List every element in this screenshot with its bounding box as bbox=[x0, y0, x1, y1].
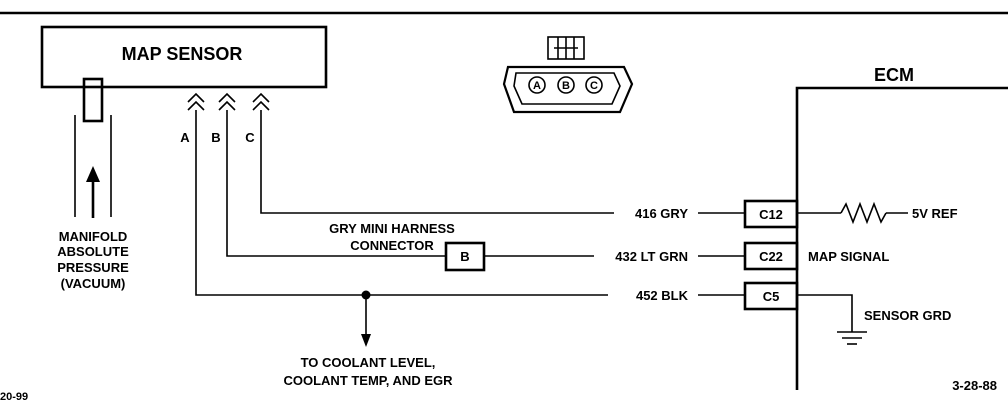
harness-connector-label: CONNECTOR bbox=[350, 238, 434, 253]
ecm-pin-box bbox=[743, 199, 799, 229]
manifold-label-line: ABSOLUTE bbox=[57, 244, 129, 259]
connector-pin-label: C bbox=[590, 80, 598, 92]
figure-code-left: 20-99 bbox=[0, 391, 28, 400]
resistor-icon bbox=[840, 201, 887, 225]
connector-pin-label: A bbox=[533, 80, 541, 92]
connector-face-view: A B C bbox=[502, 36, 634, 114]
ecm-title: ECM bbox=[874, 65, 914, 85]
ecm-pin-label: C22 bbox=[759, 249, 783, 264]
map-sensor-title: MAP SENSOR bbox=[122, 44, 243, 64]
manifold-label-line: PRESSURE bbox=[57, 260, 129, 275]
wire-416-gry bbox=[260, 110, 614, 214]
figure-date: 3-28-88 bbox=[952, 378, 997, 393]
circuit-label: 416 GRY bbox=[635, 206, 688, 221]
ground-branch-label: TO COOLANT LEVEL, bbox=[301, 355, 436, 370]
ecm-internal-wire bbox=[797, 294, 853, 332]
connector-pin-label: B bbox=[562, 80, 570, 92]
terminal-chevron-icon bbox=[218, 92, 236, 111]
wire-432-lt-grn bbox=[226, 110, 446, 257]
terminal-chevron-icon bbox=[187, 92, 205, 111]
map-sensor-body bbox=[40, 25, 328, 89]
manifold-absolute-pressure-label: MANIFOLD ABSOLUTE PRESSURE (VACUUM) bbox=[57, 229, 129, 291]
ecm-pin-box bbox=[743, 241, 799, 271]
sensor-pin-b-label: B bbox=[211, 130, 220, 145]
harness-connector-box bbox=[444, 241, 486, 272]
ecm-pin-box bbox=[743, 281, 799, 311]
manifold-label-line: MANIFOLD bbox=[59, 229, 128, 244]
sensor-pin-a-label: A bbox=[180, 130, 190, 145]
sensor-pin-c-label: C bbox=[245, 130, 255, 145]
manifold-label-line: (VACUUM) bbox=[61, 276, 126, 291]
ecm-function-label: MAP SIGNAL bbox=[808, 249, 889, 264]
ecm-pin-label: C12 bbox=[759, 207, 783, 222]
ecm-boundary bbox=[795, 86, 1008, 390]
ground-branch-label: COOLANT TEMP, AND EGR bbox=[283, 373, 453, 388]
vacuum-port bbox=[74, 77, 112, 217]
ecm-pin-label: C5 bbox=[763, 289, 780, 304]
harness-connector-pin: B bbox=[460, 249, 469, 264]
circuit-label: 432 LT GRN bbox=[615, 249, 688, 264]
ecm-function-label: SENSOR GRD bbox=[864, 308, 951, 323]
terminal-chevron-icon bbox=[252, 92, 270, 111]
ground-symbol-icon bbox=[837, 331, 867, 345]
harness-connector-label: GRY MINI HARNESS bbox=[329, 221, 455, 236]
vacuum-arrow-icon bbox=[86, 166, 100, 218]
wire-452-blk bbox=[195, 110, 608, 296]
ecm-function-label: 5V REF bbox=[912, 206, 958, 221]
circuit-label: 452 BLK bbox=[636, 288, 689, 303]
down-arrow-icon bbox=[361, 334, 371, 347]
